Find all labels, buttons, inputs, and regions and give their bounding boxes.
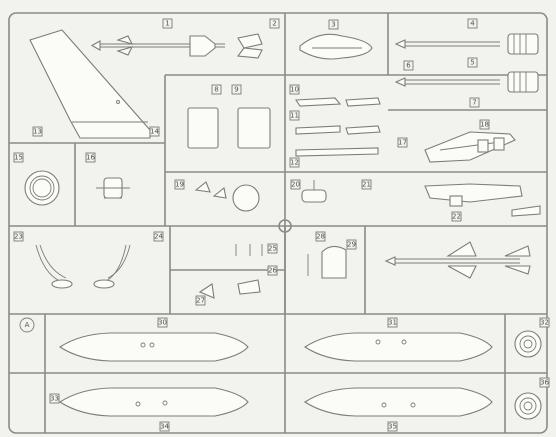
part-number-tag: 1 [162,18,173,29]
sprue-frame [8,12,548,434]
svg-text:16: 16 [86,154,95,162]
part-number-tag: 15 [13,152,24,163]
svg-text:5: 5 [470,59,474,67]
svg-text:9: 9 [234,86,238,94]
part-number-tag: 5 [467,57,478,68]
svg-text:18: 18 [480,121,489,129]
svg-text:1: 1 [165,20,169,28]
part-number-tag: 6 [403,60,414,71]
svg-text:17: 17 [398,139,407,147]
strut-part [96,177,130,199]
svg-text:A: A [25,321,30,329]
svg-text:32: 32 [540,319,549,327]
part-number-tag: 24 [153,231,163,242]
svg-text:10: 10 [290,86,299,94]
part-number-tag: 29 [346,239,357,250]
missile-part-right-2 [394,71,539,93]
svg-text:13: 13 [33,128,42,136]
svg-text:22: 22 [452,213,461,221]
part-number-tag: 4 [467,18,478,29]
rail-parts [295,97,381,157]
part-number-tag: 20 [290,179,301,190]
part-number-tag: 35 [387,421,398,432]
part-number-tag: 34 [159,421,169,432]
part-number-tag: 13 [32,126,43,137]
part-number-tag: 14 [149,126,159,137]
svg-text:15: 15 [14,154,23,162]
part-number-tag: 31 [387,317,398,328]
svg-text:25: 25 [268,245,277,253]
part-number-tag: 11 [289,110,300,121]
svg-text:31: 31 [388,319,397,327]
svg-text:35: 35 [388,423,397,431]
part-number-tag: 19 [174,179,185,190]
wheel-part [24,170,60,206]
missile-part-large [384,241,531,279]
svg-text:4: 4 [470,20,475,28]
svg-text:2: 2 [272,20,276,28]
svg-text:34: 34 [160,423,169,431]
tail-fin-part [29,29,151,139]
svg-text:26: 26 [268,267,277,275]
svg-text:27: 27 [196,297,205,305]
part-number-tag: 9 [231,84,242,95]
svg-text:12: 12 [290,159,299,167]
part-number-tag: 26 [267,265,277,276]
part-number-tag: 33 [49,393,60,404]
antenna-parts [198,244,263,299]
landing-gear-parts [35,244,131,289]
part-number-tag: 21 [361,179,372,190]
part-number-tag: 7 [469,97,480,108]
part-number-tag: 36 [539,377,549,388]
tank-half-3 [303,332,493,362]
part-number-tag: 27 [195,295,206,306]
svg-text:30: 30 [158,319,167,327]
intake-parts [514,330,542,420]
part-number-tag: 28 [315,231,326,242]
part-number-tag: 2 [269,18,280,29]
svg-text:3: 3 [331,21,335,29]
pod-part-top-center [299,33,373,60]
svg-text:33: 33 [50,395,59,403]
panel-parts [187,107,271,149]
part-number-tag: 12 [289,157,300,168]
svg-text:28: 28 [316,233,325,241]
pylon-part-right-lower [424,183,541,217]
part-number-tag: 22 [451,211,462,222]
svg-text:7: 7 [472,99,476,107]
sprue-letter-tag: A [19,317,35,333]
svg-text:14: 14 [150,128,159,136]
svg-text:24: 24 [154,233,163,241]
part-number-tag: 17 [397,137,408,148]
svg-text:20: 20 [291,181,300,189]
small-fins-part [236,33,263,59]
svg-text:36: 36 [540,379,549,387]
part-number-tag: 8 [211,84,222,95]
svg-text:6: 6 [406,62,411,70]
cockpit-parts [307,245,347,279]
part-number-tag: 23 [13,231,24,242]
missile-part-top [90,35,225,57]
svg-text:8: 8 [214,86,218,94]
part-number-tag: 10 [289,84,300,95]
part-number-tag: 18 [479,119,490,130]
svg-text:19: 19 [175,181,184,189]
tank-half-1 [58,332,249,362]
missile-part-right-1 [394,33,539,55]
part-number-tag: 3 [328,19,339,30]
part-number-tag: 16 [85,152,95,163]
part-number-tag: 32 [539,317,550,328]
svg-text:23: 23 [14,233,23,241]
svg-text:11: 11 [290,112,299,120]
svg-text:29: 29 [347,241,356,249]
svg-text:21: 21 [362,181,371,189]
part-number-tag: 30 [157,317,168,328]
tank-half-4 [303,387,493,417]
pylon-part-right [424,131,516,163]
part-number-tag: 25 [267,243,278,254]
mid-small-parts [194,180,327,212]
tank-half-2 [58,387,249,417]
